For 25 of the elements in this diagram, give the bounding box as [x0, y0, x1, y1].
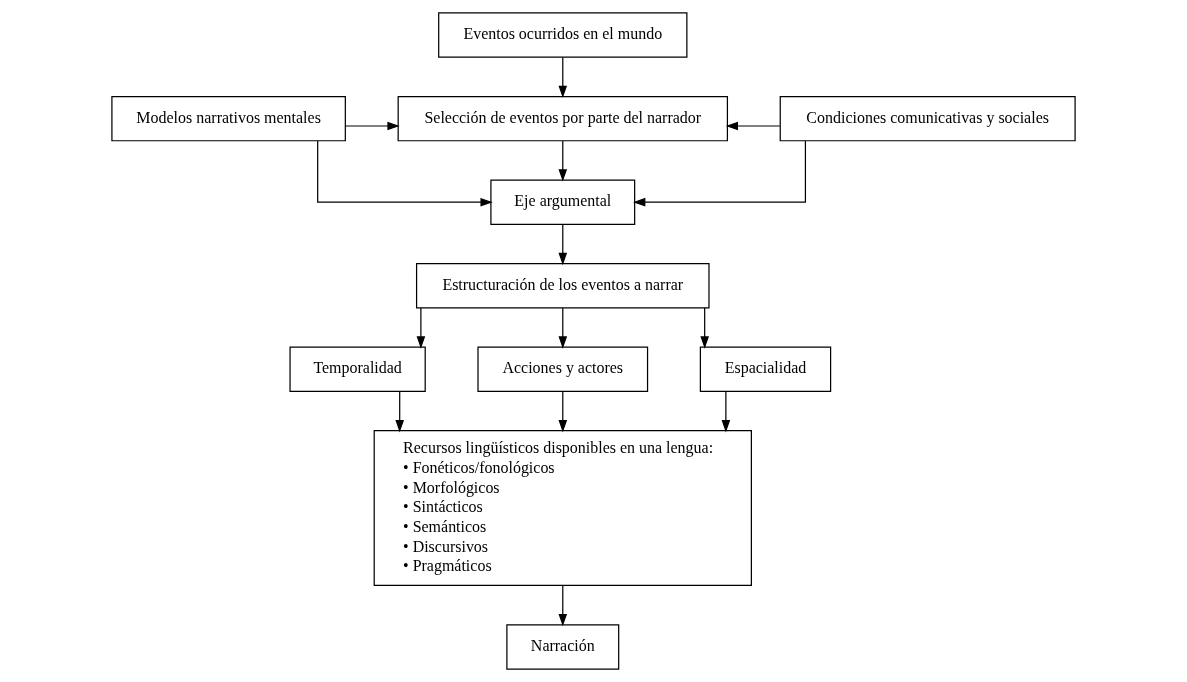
arrow	[344, 121, 400, 131]
node-box: Modelos narrativos mentales	[111, 95, 346, 142]
node-box: Narración	[506, 624, 620, 670]
arrow	[721, 390, 731, 433]
arrow	[558, 307, 568, 349]
arrow	[558, 585, 568, 627]
node-box: Condiciones comunicativas y sociales	[779, 95, 1076, 142]
arrow	[558, 56, 568, 99]
node-box: Eje argumental	[490, 179, 636, 225]
node-box: Acciones y actores	[477, 346, 649, 392]
arrow	[317, 140, 493, 207]
node-box: Selección de eventos por parte del narrador	[397, 95, 729, 142]
arrow	[558, 390, 568, 433]
arrow	[395, 390, 404, 433]
node-box: Espacialidad	[699, 346, 832, 392]
arrow	[633, 140, 807, 207]
node-box: Recursos lingüísticos disponibles en una lengua: • Fonéticos/fonológicos • Morfológicos • Sintácticos • Semánticos • Discursivos • Pragmáticos	[373, 430, 752, 587]
node-box: Eventos ocurridos en el mundo	[438, 12, 688, 58]
arrow	[558, 140, 568, 182]
arrow	[700, 307, 709, 349]
arrow	[725, 121, 781, 131]
node-box: Estructuración de los eventos a narrar	[415, 263, 710, 309]
arrow	[416, 307, 426, 349]
arrow	[558, 223, 568, 266]
node-box: Temporalidad	[289, 346, 426, 392]
